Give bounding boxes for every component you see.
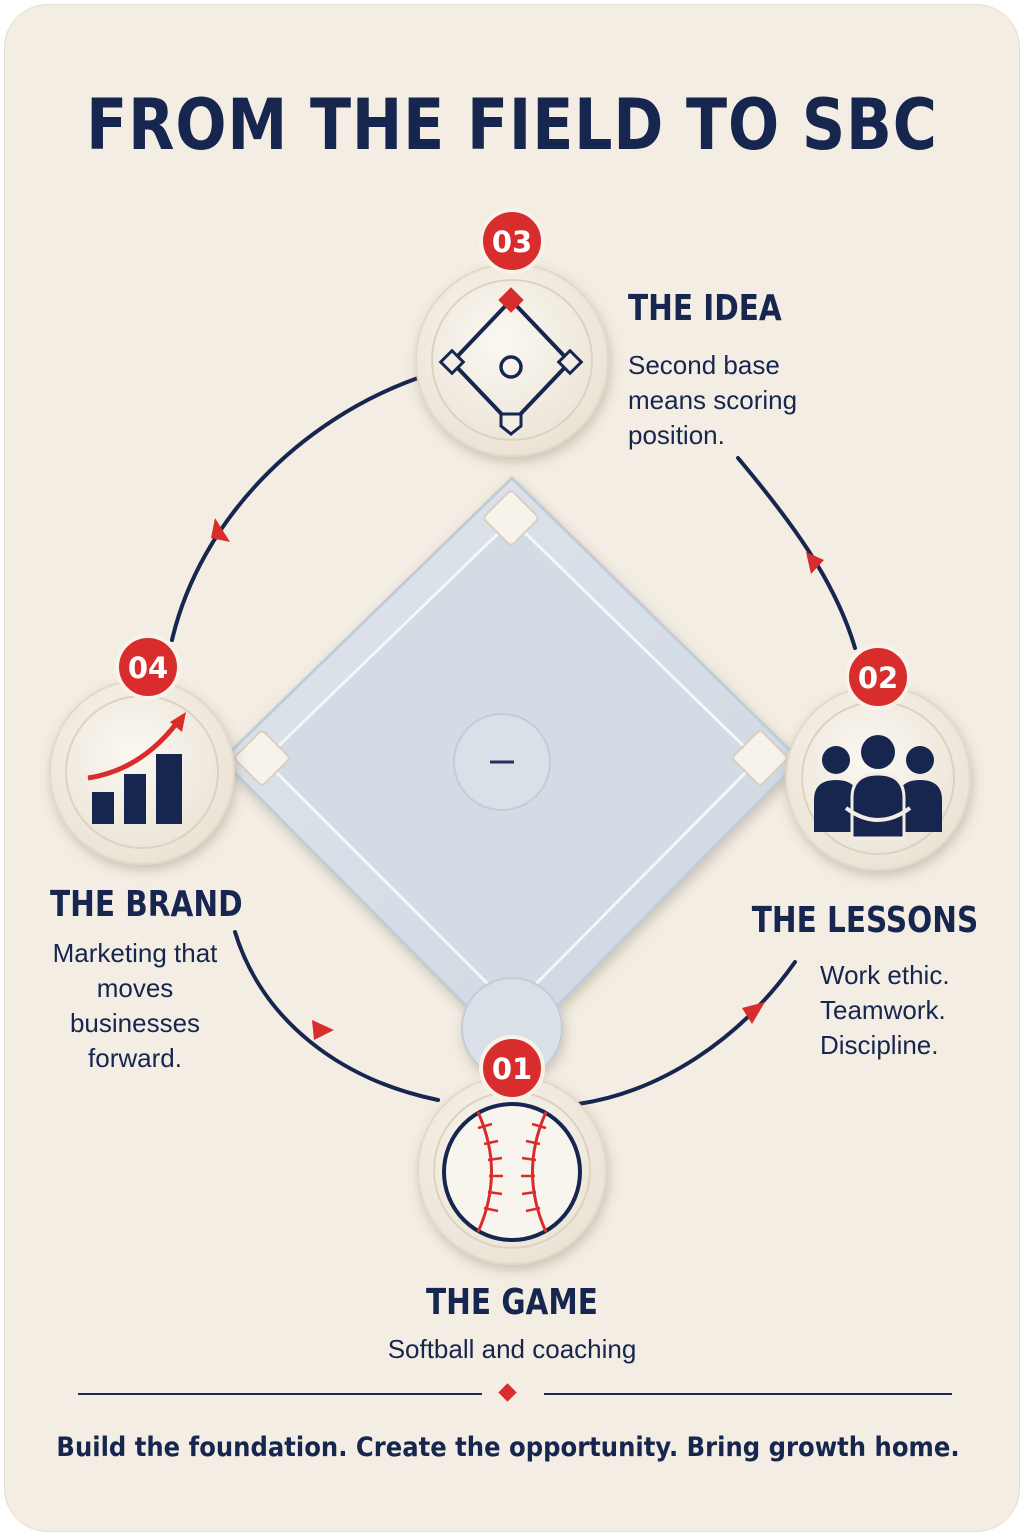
third-base bbox=[234, 730, 290, 786]
arc-03-to-02 bbox=[736, 456, 857, 650]
step-01-title: THE GAME bbox=[426, 1282, 598, 1323]
description-line: forward. bbox=[88, 1043, 182, 1073]
description-line: Discipline. bbox=[820, 1030, 939, 1060]
baseball-diamond-icon bbox=[438, 287, 584, 436]
badge-03: 03 bbox=[479, 208, 545, 274]
description-line: position. bbox=[628, 420, 725, 450]
description-line: moves businesses bbox=[69, 973, 201, 1038]
svg-text:04: 04 bbox=[128, 651, 168, 685]
step-03-disc bbox=[415, 263, 609, 457]
arrowhead-right-down bbox=[806, 552, 824, 574]
arrow-heads bbox=[211, 518, 824, 1040]
description-line: means scoring bbox=[628, 385, 798, 415]
badge-02: 02 bbox=[845, 644, 911, 710]
step-02-title: THE LESSONS bbox=[751, 900, 978, 941]
page-title: FROM THE FIELD TO SBC bbox=[86, 84, 938, 166]
svg-text:03: 03 bbox=[492, 225, 532, 259]
description-line: Teamwork. bbox=[820, 995, 946, 1025]
step-02-description: Work ethic. Teamwork. Discipline. bbox=[820, 958, 950, 1063]
team-icon bbox=[814, 735, 942, 840]
bases bbox=[234, 490, 788, 786]
arc-04-to-03 bbox=[170, 376, 420, 642]
badge-01: 01 bbox=[479, 1035, 545, 1101]
infield-diamond bbox=[219, 475, 803, 1079]
arc-04-to-01 bbox=[233, 930, 440, 1102]
step-03-title: THE IDEA bbox=[628, 288, 782, 329]
svg-text:01: 01 bbox=[492, 1052, 532, 1086]
footer-divider-left bbox=[78, 1393, 482, 1395]
description-line: Second base bbox=[628, 350, 780, 380]
arrowhead-bottom-left bbox=[312, 1020, 334, 1040]
step-04-description: Marketing that moves businesses forward. bbox=[30, 936, 240, 1076]
arrowhead-left-up bbox=[211, 518, 230, 542]
growth-chart-icon bbox=[87, 712, 186, 824]
step-01-description: Softball and coaching bbox=[387, 1334, 637, 1364]
svg-text:02: 02 bbox=[858, 661, 898, 695]
first-base bbox=[732, 730, 788, 786]
description-line: Marketing that bbox=[52, 938, 218, 968]
baseball-icon bbox=[442, 1102, 582, 1242]
badge-04: 04 bbox=[115, 634, 181, 700]
footer-divider-right bbox=[544, 1393, 952, 1395]
arc-02-to-01 bbox=[576, 960, 797, 1106]
second-base bbox=[483, 490, 539, 546]
arrowhead-bottom-right bbox=[742, 1002, 765, 1024]
step-04-title: THE BRAND bbox=[50, 884, 243, 925]
step-04-disc bbox=[49, 679, 235, 865]
step-03-description: Second base means scoring position. bbox=[628, 348, 797, 453]
cycle-arrows bbox=[170, 376, 857, 1106]
description-line: Work ethic. bbox=[820, 960, 950, 990]
tagline: Build the foundation. Create the opportu… bbox=[56, 1432, 960, 1463]
